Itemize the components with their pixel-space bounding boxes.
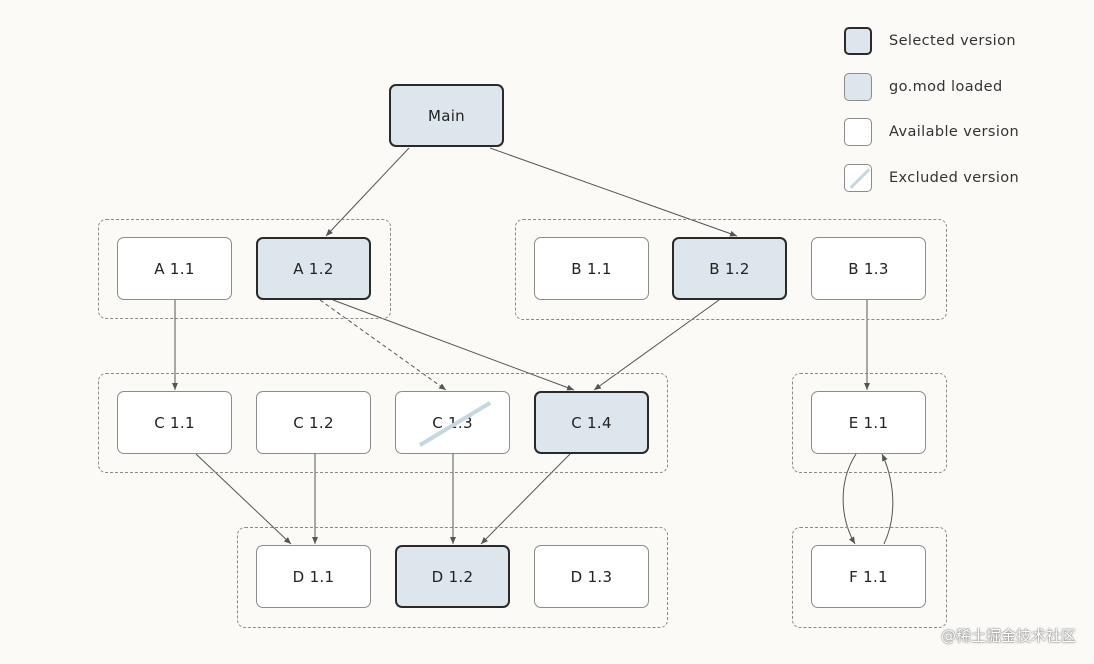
node-b11[interactable]: B 1.1 [534,237,649,300]
node-b13[interactable]: B 1.3 [811,237,926,300]
node-main[interactable]: Main [389,84,504,147]
edge-f11-e11 [881,453,894,545]
legend-selected: Selected version [844,27,1016,55]
legend-excluded: Excluded version [844,164,1019,192]
node-d13-label: D 1.3 [570,567,613,586]
group-e [792,373,947,473]
node-f11[interactable]: F 1.1 [811,545,926,608]
node-c11-label: C 1.1 [154,413,195,432]
edge-a12-c13 [319,299,447,391]
node-d12-label: D 1.2 [431,567,474,586]
node-c11[interactable]: C 1.1 [117,391,232,454]
available-swatch-icon [844,118,872,146]
node-d12[interactable]: D 1.2 [395,545,510,608]
node-b11-label: B 1.1 [571,259,612,278]
group-d [237,527,668,628]
legend-loaded: go.mod loaded [844,73,1003,101]
node-c14-label: C 1.4 [571,413,612,432]
node-a12[interactable]: A 1.2 [256,237,371,300]
legend-loaded-label: go.mod loaded [889,79,1003,95]
edge-main-a12 [325,147,410,237]
edge-e11-f11 [842,453,857,545]
group-b [515,219,947,320]
legend-available: Available version [844,118,1019,146]
node-a11-label: A 1.1 [154,259,195,278]
legend-excluded-label: Excluded version [889,170,1020,186]
node-main-label: Main [427,106,465,125]
edge-c11-d11 [195,453,292,545]
node-a11[interactable]: A 1.1 [117,237,232,300]
node-d13[interactable]: D 1.3 [534,545,649,608]
node-e11[interactable]: E 1.1 [811,391,926,454]
legend-selected-label: Selected version [889,33,1016,49]
group-c [98,373,668,473]
group-a [98,219,391,319]
node-c12[interactable]: C 1.2 [256,391,371,454]
node-b13-label: B 1.3 [848,259,889,278]
node-f11-label: F 1.1 [849,567,888,586]
edge-a12-c14 [332,299,575,391]
node-c12-label: C 1.2 [293,413,334,432]
node-c14[interactable]: C 1.4 [534,391,649,454]
edge-b12-c14 [593,299,720,391]
legend-available-label: Available version [889,124,1020,140]
node-d11-label: D 1.1 [292,567,335,586]
edge-main-b12 [489,147,738,237]
excluded-swatch-icon [844,164,872,192]
node-d11[interactable]: D 1.1 [256,545,371,608]
loaded-swatch-icon [844,73,872,101]
watermark: @稀土掘金技术社区 [940,627,1076,645]
node-b12[interactable]: B 1.2 [672,237,787,300]
group-f [792,527,947,628]
node-a12-label: A 1.2 [293,259,334,278]
node-e11-label: E 1.1 [848,413,889,432]
node-c13-excluded[interactable]: C 1.3 [395,391,510,454]
excluded-slash-mark [418,401,492,447]
node-b12-label: B 1.2 [709,259,750,278]
edge-c14-d12 [480,453,571,545]
selected-swatch-icon [844,27,872,55]
